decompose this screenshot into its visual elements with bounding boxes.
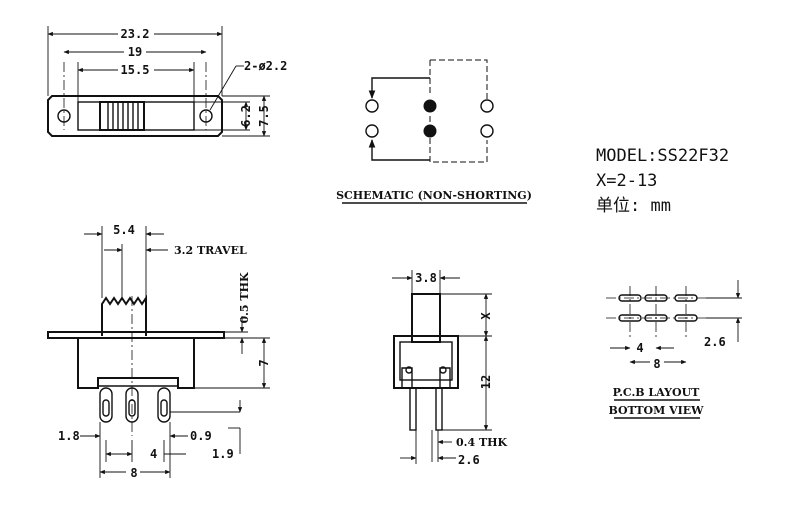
unit-label: 单位: mm (596, 196, 671, 216)
dim-plate-thickness: 0.5 THK (238, 272, 251, 324)
dim-overall-width: 23.2 (121, 27, 150, 41)
pcb-dim-row: 2.6 (704, 335, 726, 349)
schematic: SCHEMATIC (NON-SHORTING) (336, 59, 532, 204)
top-view: 23.2 19 15.5 2-ø2.2 6.2 7.5 (47, 26, 287, 137)
dim-hole-diameter: 2-ø2.2 (244, 59, 287, 73)
dim-pin-width: 1.8 (58, 429, 80, 443)
side-view: 5.4 3.2 TRAVEL 0.5 THK 7 1.8 0.9 4 1. (47, 223, 271, 480)
pcb-subtitle: BOTTOM VIEW (608, 404, 704, 417)
dim-slot-length: 15.5 (121, 63, 150, 77)
schematic-label: SCHEMATIC (NON-SHORTING) (336, 189, 532, 202)
pcb-title: P.C.B LAYOUT (613, 386, 701, 399)
model-number: MODEL:SS22F32 (596, 146, 729, 166)
dim-body-height: 7 (257, 359, 271, 366)
dim-actuator-thickness: 3.8 (415, 271, 437, 285)
dim-pin-thickness: 0.4 THK (456, 436, 508, 449)
pcb-layout: 2.6 4 8 P.C.B LAYOUT BOTTOM VIEW (606, 280, 742, 419)
dim-pin-pitch: 4 (150, 447, 157, 461)
dim-pin-gap: 0.9 (190, 429, 212, 443)
dim-inner-height: 6.2 (239, 105, 253, 127)
dim-mount-spacing: 19 (128, 45, 142, 59)
dim-total-height: 12 (479, 375, 493, 389)
dim-outer-height: 7.5 (257, 105, 271, 127)
end-view: 3.8 X 12 0.4 THK 2.6 (392, 270, 508, 467)
dim-pin-offset: 1.9 (212, 447, 234, 461)
dim-pin-spacing: 2.6 (458, 453, 480, 467)
dim-actuator-width: 5.4 (113, 223, 135, 237)
dim-total-span: 8 (130, 466, 137, 480)
pcb-dim-total: 8 (653, 357, 660, 371)
x-range: X=2-13 (596, 171, 657, 191)
pcb-dim-pitch: 4 (636, 341, 643, 355)
dim-actuator-height: X (479, 312, 493, 320)
model-info: MODEL:SS22F32 X=2-13 单位: mm (596, 146, 729, 216)
dim-travel: 3.2 TRAVEL (174, 244, 247, 257)
